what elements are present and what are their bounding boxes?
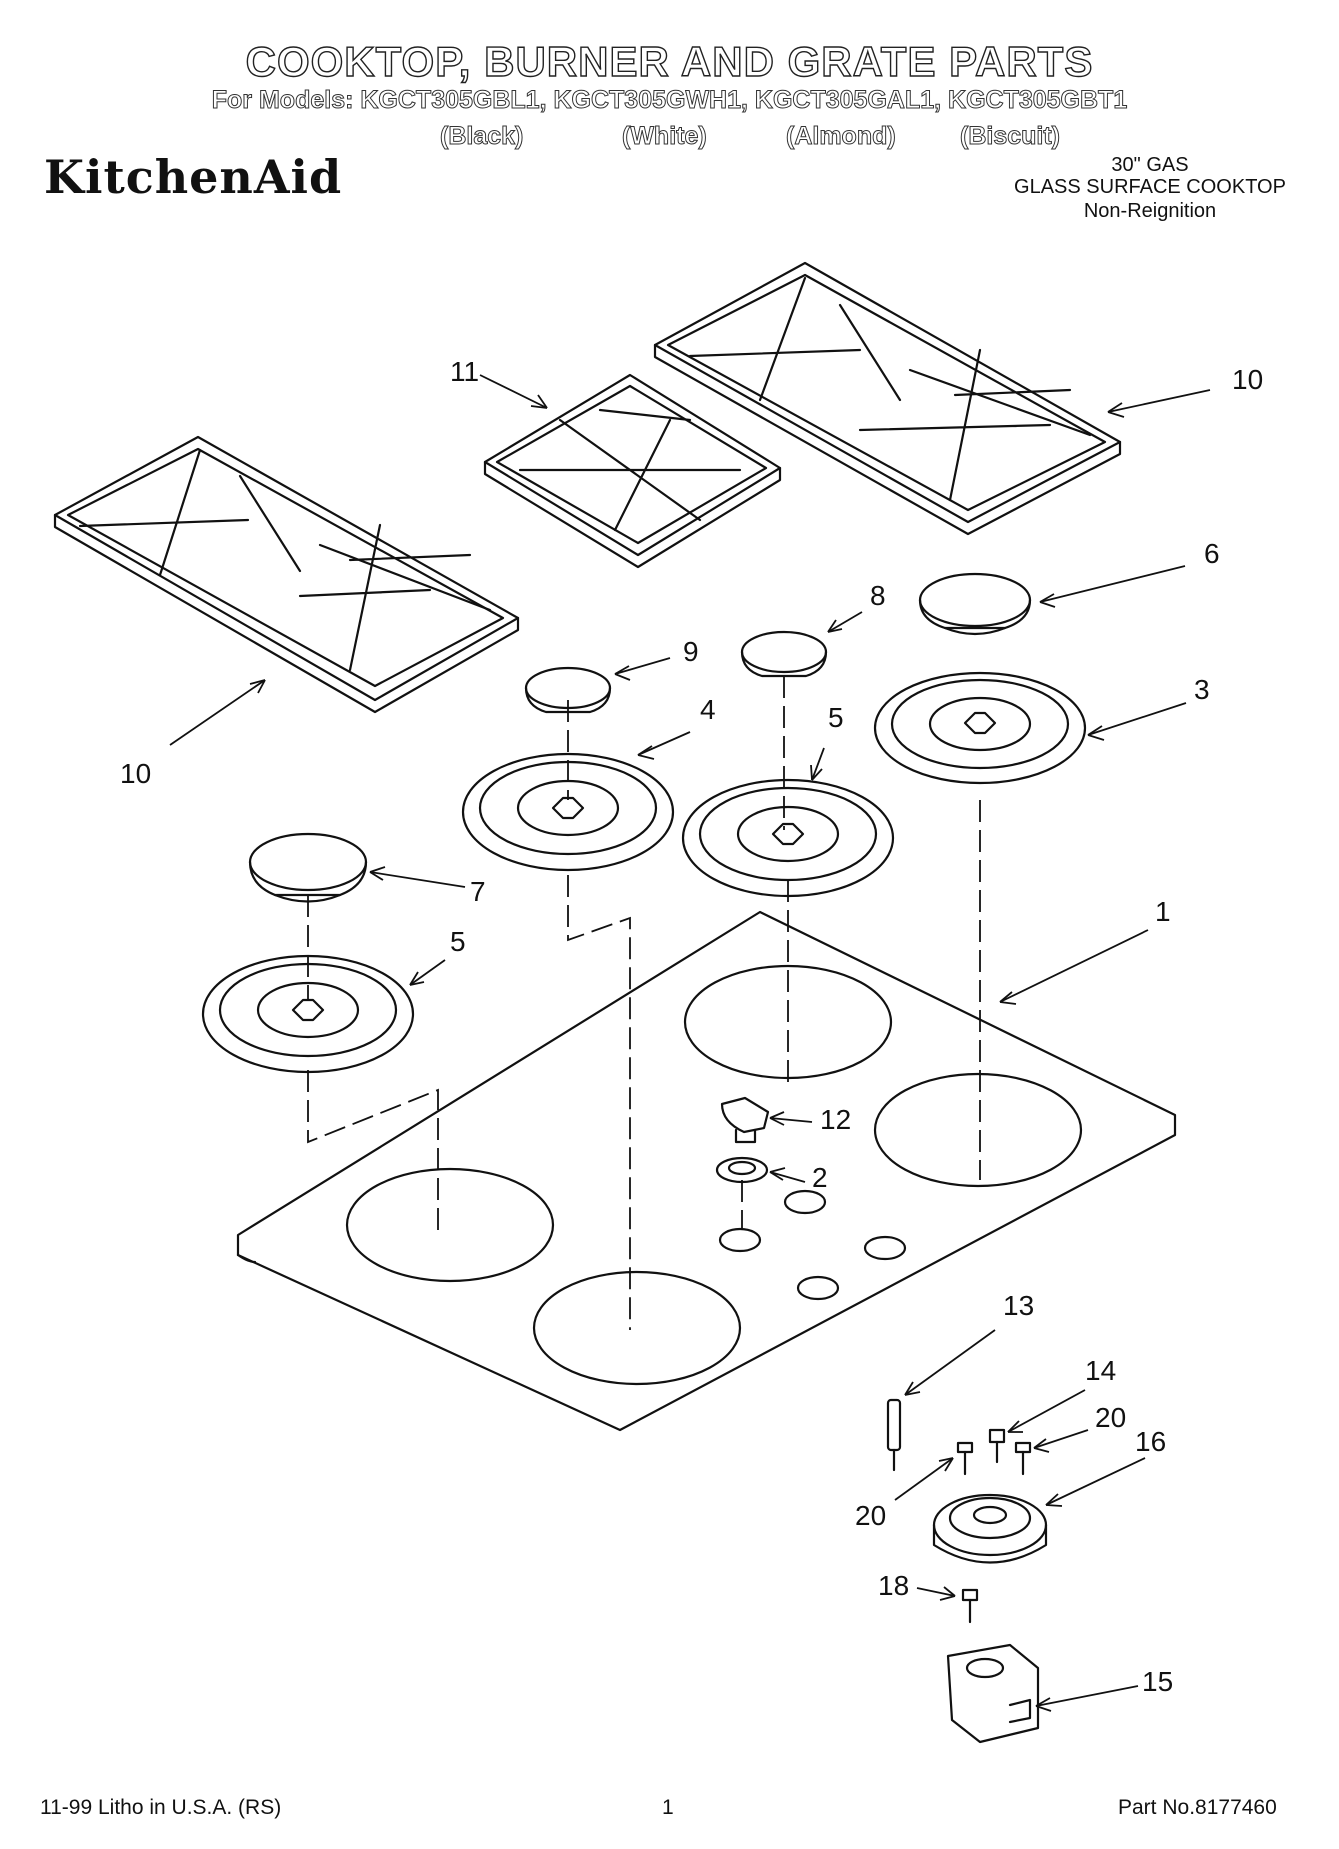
callout-10-right: 10 xyxy=(1232,364,1264,395)
callout-1: 1 xyxy=(1155,896,1171,927)
footer-litho: 11-99 Litho in U.S.A. (RS) xyxy=(40,1796,282,1819)
callout-9: 9 xyxy=(683,636,699,667)
spec-ignition: Non-Reignition xyxy=(1083,200,1217,222)
footer-part-number: Part No.8177460 xyxy=(1118,1796,1277,1819)
callout-4: 4 xyxy=(700,694,716,725)
footer-page-number: 1 xyxy=(662,1796,674,1819)
knob-12 xyxy=(720,1096,770,1144)
color-white: (White) xyxy=(622,122,708,151)
callout-6: 6 xyxy=(1204,538,1220,569)
cap-7 xyxy=(248,832,368,903)
callout-14: 14 xyxy=(1085,1355,1117,1386)
screw-20-left xyxy=(956,1441,974,1476)
bezel-2 xyxy=(715,1156,769,1184)
screw-20-right xyxy=(1014,1441,1032,1476)
cap-8 xyxy=(740,630,828,678)
color-black: (Black) xyxy=(439,122,524,151)
burner-base-16 xyxy=(932,1493,1048,1564)
page-title: COOKTOP, BURNER AND GRATE PARTS xyxy=(245,37,1094,85)
callout-3: 3 xyxy=(1194,674,1210,705)
color-biscuit: (Biscuit) xyxy=(960,122,1061,151)
spec-size: 30" GAS xyxy=(1111,154,1189,176)
callout-20-left: 20 xyxy=(855,1500,887,1531)
grate-left xyxy=(53,435,520,714)
color-almond: (Almond) xyxy=(786,122,897,151)
callout-13: 13 xyxy=(1003,1290,1035,1321)
callout-2: 2 xyxy=(812,1162,828,1193)
brand-logo: KitchenAid xyxy=(44,150,343,204)
callout-8: 8 xyxy=(870,580,886,611)
electrode-13 xyxy=(886,1398,902,1472)
screw-18 xyxy=(961,1588,979,1624)
callout-5-left: 5 xyxy=(450,926,466,957)
callout-16: 16 xyxy=(1135,1426,1167,1457)
callout-11: 11 xyxy=(450,356,480,387)
callout-20-right: 20 xyxy=(1095,1402,1127,1433)
burner-5-middle xyxy=(681,778,895,898)
spec-type: GLASS SURFACE COOKTOP xyxy=(1014,176,1286,198)
callout-18: 18 xyxy=(878,1570,910,1601)
callout-15: 15 xyxy=(1142,1666,1174,1697)
valve-15 xyxy=(946,1643,1040,1744)
callout-7: 7 xyxy=(470,876,486,907)
callout-12: 12 xyxy=(820,1104,852,1135)
burner-3 xyxy=(873,671,1087,785)
grate-right xyxy=(653,261,1122,536)
callout-10-left: 10 xyxy=(120,758,152,789)
cap-6 xyxy=(918,572,1032,636)
models-line: For Models: KGCT305GBL1, KGCT305GWH1, KG… xyxy=(211,86,1128,115)
callout-5-middle: 5 xyxy=(828,702,844,733)
grate-middle xyxy=(483,373,782,569)
cooktop-glass xyxy=(236,910,1177,1432)
screw-14 xyxy=(988,1428,1006,1464)
